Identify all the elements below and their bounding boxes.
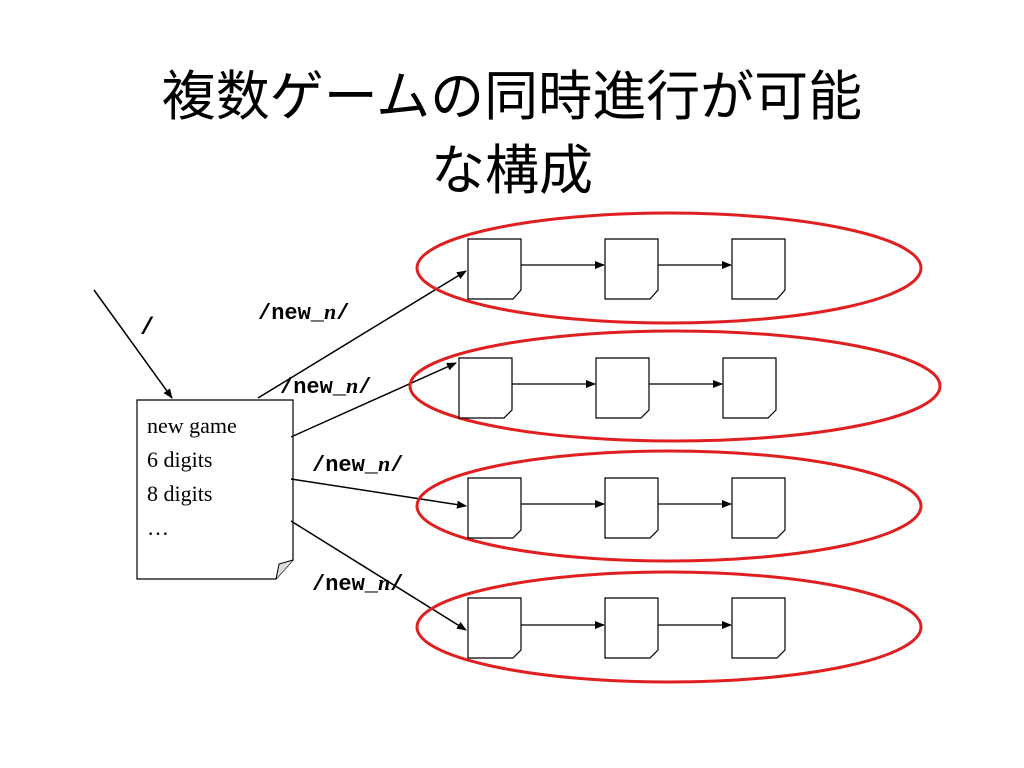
route-arrow-2 [290,362,457,438]
group-ellipse [415,570,923,684]
game-group-2 [408,329,942,443]
game-page [604,238,659,300]
route-label-4: /new_n/ [312,570,404,597]
game-page [731,477,786,539]
title-line-2: な構成 [431,139,593,202]
route-arrow-3 [290,478,467,509]
route-arrow-1 [257,270,467,399]
menu-item-new-game: new game [147,413,237,438]
game-group-4 [415,570,923,684]
game-page [731,238,786,300]
game-group-3 [415,449,923,563]
game-page [595,357,650,419]
title-line-1: 複数ゲームの同時進行が可能 [161,65,863,128]
menu-item-6-digits: 6 digits [147,447,213,472]
game-page [722,357,777,419]
game-group-1 [415,211,923,325]
slide-title: 複数ゲームの同時進行が可能 な構成 [0,60,1024,208]
menu-page-text: new game 6 digits 8 digits … [147,409,237,545]
game-page [731,597,786,659]
menu-item-ellipsis: … [147,515,169,540]
group-ellipse [408,329,942,443]
group-ellipse [415,211,923,325]
menu-page-fold [275,559,294,580]
route-arrow-4 [290,520,467,631]
root-entry-arrow [93,289,173,399]
game-page [467,238,522,300]
game-page [458,357,513,419]
game-page [467,477,522,539]
menu-item-8-digits: 8 digits [147,481,213,506]
game-page [467,597,522,659]
game-page [604,597,659,659]
route-label-3: /new_n/ [312,451,404,478]
game-page [604,477,659,539]
root-route-label: / [140,315,155,342]
group-ellipse [415,449,923,563]
route-label-2: /new_n/ [280,373,372,400]
route-label-1: /new_n/ [258,299,350,326]
